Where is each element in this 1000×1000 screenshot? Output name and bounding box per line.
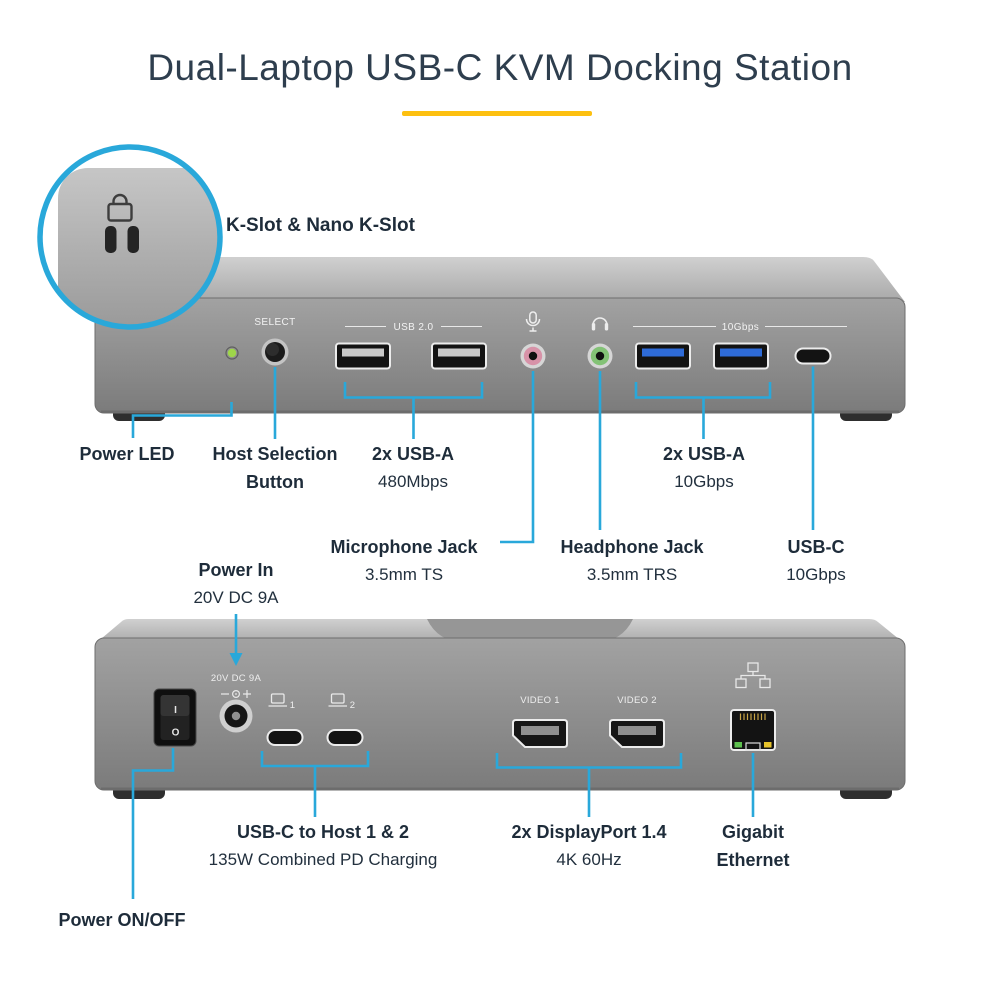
headphone-jack-port — [587, 343, 613, 369]
displayport-label-line1: 2x DisplayPort 1.4 — [511, 822, 667, 842]
switch-on-marking: I — [174, 705, 177, 716]
power-led-label: Power LED — [79, 440, 174, 468]
ethernet-led-green — [734, 742, 742, 748]
leader-usb-a-10g — [634, 382, 772, 439]
usb-c-host-label-line2: 135W Combined PD Charging — [208, 850, 438, 869]
leader-mic-jack — [500, 371, 535, 544]
usb-c-host-label: USB-C to Host 1 & 2 135W Combined PD Cha… — [209, 818, 438, 874]
usb-c-label: USB-C 10Gbps — [786, 533, 846, 589]
leader-displayport — [495, 753, 683, 817]
video1-marking: VIDEO 1 — [520, 695, 560, 706]
ethernet-label-line1: Gigabit — [721, 822, 784, 842]
ethernet-label-line2: Ethernet — [716, 850, 790, 870]
select-marking: SELECT — [254, 317, 295, 328]
displayport-2 — [609, 719, 665, 748]
usb2-marking: USB 2.0 — [393, 322, 433, 333]
usb-a-480-label-line1: 2x USB-A — [371, 444, 455, 464]
power-switch-label-line1: Power ON/OFF — [58, 910, 186, 930]
page-title: Dual-Laptop USB-C KVM Docking Station — [147, 47, 853, 88]
usb-a-10g-port-1 — [635, 342, 691, 370]
nano-k-slot — [127, 226, 139, 253]
host-button-label: Host Selection Button — [212, 440, 337, 496]
k-slot — [105, 226, 117, 253]
laptop-1-icon — [268, 693, 287, 707]
kslot-label: K-Slot & Nano K-Slot — [226, 215, 415, 236]
back-view-device: I O 20V DC 9A 1 — [94, 619, 906, 799]
power-led-ring — [225, 346, 239, 360]
back-top-recess — [427, 619, 633, 642]
displayport-label: 2x DisplayPort 1.4 4K 60Hz — [511, 818, 666, 874]
switch-off-marking: O — [172, 728, 180, 739]
usb-c-label-line1: USB-C — [787, 537, 845, 557]
host1-marking: 1 — [290, 700, 296, 711]
usb-a-10g-label-line1: 2x USB-A — [662, 444, 746, 464]
power-in-arrowhead — [229, 653, 243, 666]
lock-icon — [107, 193, 133, 222]
usb-c-port — [794, 347, 832, 365]
microphone-icon — [525, 311, 541, 332]
front-top-surface — [95, 257, 905, 302]
dc-power-jack — [219, 699, 253, 733]
power-led-label-line1: Power LED — [79, 444, 175, 464]
ethernet-label: Gigabit Ethernet — [716, 818, 789, 874]
ethernet-led-amber — [764, 742, 772, 748]
laptop-2-icon — [328, 693, 347, 707]
front-view-device: SELECT USB 2.0 10G — [94, 257, 906, 421]
mic-jack-label-line2: 3.5mm TS — [364, 565, 444, 584]
leader-usb-c-host — [260, 751, 370, 817]
host-button-label-line2: Button — [246, 472, 304, 492]
usb-c-host-port-2 — [326, 729, 364, 746]
power-in-label-line1: Power In — [198, 560, 274, 580]
displayport-label-line2: 4K 60Hz — [556, 850, 622, 869]
usb-c-host-port-1 — [266, 729, 304, 746]
mic-jack-label-line1: Microphone Jack — [330, 537, 478, 557]
usb-c-label-line2: 10Gbps — [786, 565, 846, 584]
mic-jack-label: Microphone Jack 3.5mm TS — [330, 533, 477, 589]
usb-c-host-label-line1: USB-C to Host 1 & 2 — [236, 822, 410, 842]
usb-a-480-label-line2: 480Mbps — [378, 472, 448, 491]
headphone-jack-label-line1: Headphone Jack — [560, 537, 704, 557]
usb-a-10g-port-2 — [713, 342, 769, 370]
usb-a-10g-label-line2: 10Gbps — [674, 472, 734, 491]
power-led — [227, 348, 237, 358]
power-switch-label: Power ON/OFF — [58, 906, 185, 934]
title-underline — [402, 111, 592, 116]
usb-a-480-port-1 — [335, 342, 391, 370]
power-in-label-line2: 20V DC 9A — [193, 588, 279, 607]
usb-a-10g-label: 2x USB-A 10Gbps — [663, 440, 745, 496]
power-in-label: Power In 20V DC 9A — [193, 556, 278, 612]
leader-usb-a-480 — [343, 382, 484, 439]
mic-jack-port — [520, 343, 546, 369]
ethernet-port — [730, 709, 776, 751]
network-icon — [735, 662, 771, 689]
leader-power-switch — [131, 748, 175, 899]
polarity-icon — [221, 689, 251, 698]
host-select-button-highlight — [266, 343, 279, 356]
usb-a-480-port-2 — [431, 342, 487, 370]
headphone-jack-label: Headphone Jack 3.5mm TRS — [560, 533, 703, 589]
back-face — [94, 637, 906, 791]
displayport-1 — [512, 719, 568, 748]
dc-rating-marking: 20V DC 9A — [211, 673, 262, 684]
power-switch: I O — [153, 688, 197, 747]
leader-power-led — [131, 402, 233, 438]
callout-lines — [131, 366, 815, 899]
host-button-label-line1: Host Selection — [212, 444, 338, 464]
headphone-icon — [591, 317, 609, 331]
usb-a-480-label: 2x USB-A 480Mbps — [372, 440, 454, 496]
video2-marking: VIDEO 2 — [617, 695, 657, 706]
host2-marking: 2 — [350, 700, 356, 711]
headphone-jack-label-line2: 3.5mm TRS — [586, 565, 678, 584]
front-face — [94, 297, 906, 414]
gbps10-marking: 10Gbps — [722, 322, 759, 333]
